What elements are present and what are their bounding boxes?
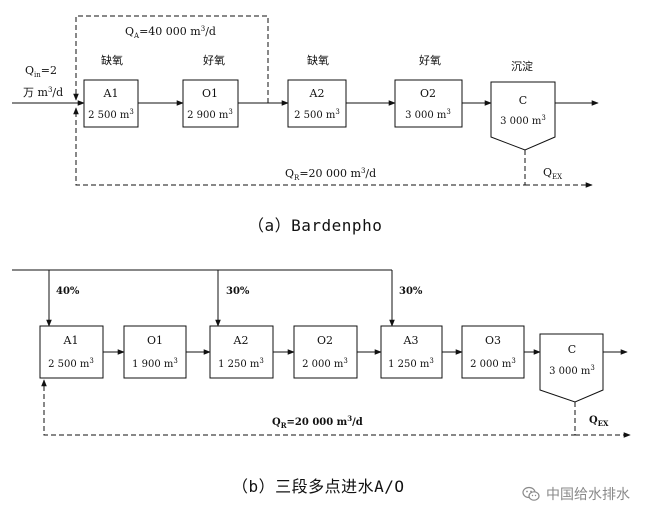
unit-volume: 2 500 m3	[294, 108, 340, 121]
unit-name: A2	[309, 87, 325, 100]
unit-volume: 2 900 m3	[187, 108, 233, 121]
unit-name: A2	[233, 334, 249, 347]
unit-volume: 2 000 m3	[302, 357, 348, 370]
sludge-return-line	[73, 107, 526, 186]
zone-label-oxic-2: 好氧	[419, 53, 441, 67]
unit-name: A3	[403, 334, 419, 347]
wechat-icon	[522, 486, 540, 501]
zone-label-anoxic-2: 缺氧	[307, 53, 329, 67]
caption-a: （a）Bardenpho	[248, 216, 383, 235]
unit-volume: 1 250 m3	[388, 357, 434, 370]
watermark: 中国给水排水	[522, 484, 630, 504]
inflow-label: Qin=2	[25, 64, 57, 79]
unit-name: O2	[420, 87, 436, 100]
unit-name: A1	[63, 334, 79, 347]
unit-volume: 2 500 m3	[48, 357, 94, 370]
unit-name: O2	[317, 334, 333, 347]
unit-name: O1	[202, 87, 218, 100]
caption-b: （b）三段多点进水A/O	[232, 477, 405, 496]
excess-sludge-label: QEX	[543, 166, 562, 181]
unit-volume: 3 000 m3	[500, 114, 546, 127]
clarifier-b-c	[539, 333, 604, 403]
sludge-return-line	[41, 379, 576, 436]
unit-name: O3	[485, 334, 501, 347]
unit-volume: 1 250 m3	[218, 357, 264, 370]
inflow-unit: 万 m3/d	[23, 86, 63, 99]
unit-name: C	[568, 343, 576, 356]
unit-name: O1	[147, 334, 163, 347]
unit-volume: 2 000 m3	[470, 357, 516, 370]
unit-name: A1	[103, 87, 119, 100]
unit-name: C	[519, 94, 527, 107]
sludge-return-label: QR=20 000 m3/d	[272, 414, 363, 430]
internal-recycle-label: QA=40 000 m3/d	[125, 25, 216, 40]
watermark-text: 中国给水排水	[546, 487, 630, 503]
split-label-2: 30%	[226, 286, 250, 297]
unit-volume: 2 500 m3	[88, 108, 134, 121]
zone-label-settling: 沉淀	[511, 59, 533, 73]
excess-sludge-label: QEX	[589, 415, 609, 428]
zone-label-oxic-1: 好氧	[203, 53, 225, 67]
clarifier-c	[490, 81, 556, 151]
internal-recycle-line	[73, 15, 269, 103]
split-label-3: 30%	[399, 286, 423, 297]
split-label-1: 40%	[56, 286, 80, 297]
unit-volume: 3 000 m3	[549, 364, 595, 377]
unit-volume: 3 000 m3	[405, 108, 451, 121]
sludge-return-label: QR=20 000 m3/d	[285, 167, 376, 182]
zone-label-anoxic-1: 缺氧	[101, 53, 123, 67]
unit-volume: 1 900 m3	[132, 357, 178, 370]
